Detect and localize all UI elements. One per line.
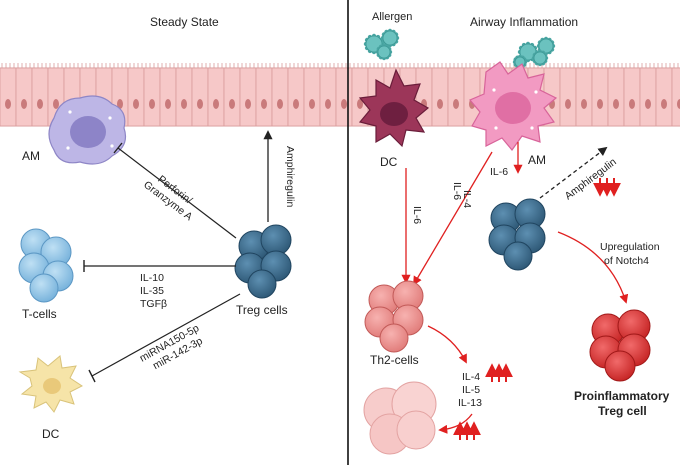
th2-cytokine-arrow bbox=[427, 325, 467, 364]
il6-label-am: IL-6 bbox=[451, 182, 463, 200]
epithelial-cell bbox=[287, 67, 305, 127]
il13-label: IL-13 bbox=[458, 397, 482, 409]
airway-inflammation-title: Airway Inflammation bbox=[470, 15, 578, 29]
epithelial-cell bbox=[223, 67, 241, 127]
treg-label: Treg cells bbox=[236, 303, 288, 317]
epithelial-cell bbox=[31, 67, 49, 127]
cytokine-eosinophil-arrow bbox=[438, 413, 473, 434]
increase-arrows-cytokines bbox=[485, 363, 513, 382]
il6-label-short: IL-6 bbox=[490, 166, 508, 178]
epithelial-cell bbox=[159, 67, 177, 127]
treg-cells-cluster-right bbox=[488, 198, 546, 271]
allergen-particle bbox=[375, 43, 393, 61]
t-cells-cluster bbox=[18, 228, 74, 303]
epithelial-cell bbox=[575, 67, 593, 127]
epithelial-cell bbox=[15, 67, 33, 127]
tgfb-label: TGFβ bbox=[140, 298, 167, 310]
epithelial-cell bbox=[639, 67, 657, 127]
dc-label-left: DC bbox=[42, 427, 60, 441]
inhibition-bar-am bbox=[113, 142, 123, 154]
proinflammatory-label-line1: Proinflammatory bbox=[574, 389, 670, 403]
dendritic-cell-steady bbox=[18, 355, 83, 413]
eosinophil-cluster bbox=[363, 381, 437, 455]
il6-il4-arrow-am bbox=[413, 151, 493, 286]
treg-cells-cluster bbox=[234, 224, 292, 299]
amphiregulin-label-left: Amphiregulin bbox=[284, 146, 296, 207]
il35-label: IL-35 bbox=[140, 285, 164, 297]
airway-epithelium bbox=[0, 63, 680, 127]
notch-label-line1: Upregulation bbox=[600, 241, 660, 253]
epithelial-cell bbox=[191, 67, 209, 127]
il10-label: IL-10 bbox=[140, 272, 164, 284]
il4-label-am: IL-4 bbox=[461, 190, 473, 208]
epithelial-cell bbox=[335, 67, 353, 127]
proinflammatory-treg-cluster bbox=[589, 309, 651, 382]
t-cells-label: T-cells bbox=[22, 307, 57, 321]
il5-label: IL-5 bbox=[462, 384, 480, 396]
il6-label-dc: IL-6 bbox=[411, 206, 423, 224]
allergen-particle bbox=[380, 28, 400, 48]
inhibition-bar-dc bbox=[88, 369, 96, 383]
proinflammatory-label-line2: Treg cell bbox=[598, 404, 647, 418]
th2-label: Th2-cells bbox=[370, 353, 419, 367]
epithelial-cell bbox=[447, 67, 465, 127]
epithelial-cell bbox=[143, 67, 161, 127]
epithelial-cell bbox=[671, 67, 680, 127]
dendritic-cell-inflamed bbox=[358, 68, 430, 148]
th2-cells-cluster bbox=[364, 280, 424, 353]
il4-label: IL-4 bbox=[462, 371, 480, 383]
epithelial-cell bbox=[255, 67, 273, 127]
epithelial-cell bbox=[127, 67, 145, 127]
allergen-particles bbox=[363, 28, 556, 70]
epithelial-cell bbox=[655, 67, 673, 127]
alveolar-macrophage-inflamed bbox=[469, 61, 558, 151]
epithelial-cell bbox=[623, 67, 641, 127]
epithelial-cell bbox=[319, 67, 337, 127]
alveolar-macrophage-cell bbox=[48, 95, 127, 165]
steady-state-title: Steady State bbox=[150, 15, 219, 29]
allergen-particle bbox=[531, 49, 549, 67]
allergen-label: Allergen bbox=[372, 11, 412, 23]
epithelial-cell bbox=[239, 67, 257, 127]
epithelial-cell bbox=[207, 67, 225, 127]
epithelial-cell bbox=[415, 67, 433, 127]
notch-label-line2: of Notch4 bbox=[604, 255, 649, 267]
am-label-right: AM bbox=[528, 153, 546, 167]
notch4-arrow bbox=[557, 231, 629, 304]
epithelial-cell bbox=[271, 67, 289, 127]
inhibition-line-am bbox=[117, 147, 237, 239]
epithelial-cell bbox=[559, 67, 577, 127]
inhibition-line-dc bbox=[91, 293, 241, 377]
epithelial-cell bbox=[591, 67, 609, 127]
increase-arrows-eosinophils bbox=[453, 421, 481, 440]
epithelial-cell bbox=[303, 67, 321, 127]
epithelial-cell bbox=[607, 67, 625, 127]
amphiregulin-label-right: Amphiregulin bbox=[563, 156, 619, 203]
epithelial-cell bbox=[175, 67, 193, 127]
epithelial-cell bbox=[431, 67, 449, 127]
decrease-arrows-amphiregulin bbox=[593, 178, 621, 197]
dc-label-right: DC bbox=[380, 155, 398, 169]
epithelial-cell bbox=[0, 67, 17, 127]
am-label-left: AM bbox=[22, 149, 40, 163]
